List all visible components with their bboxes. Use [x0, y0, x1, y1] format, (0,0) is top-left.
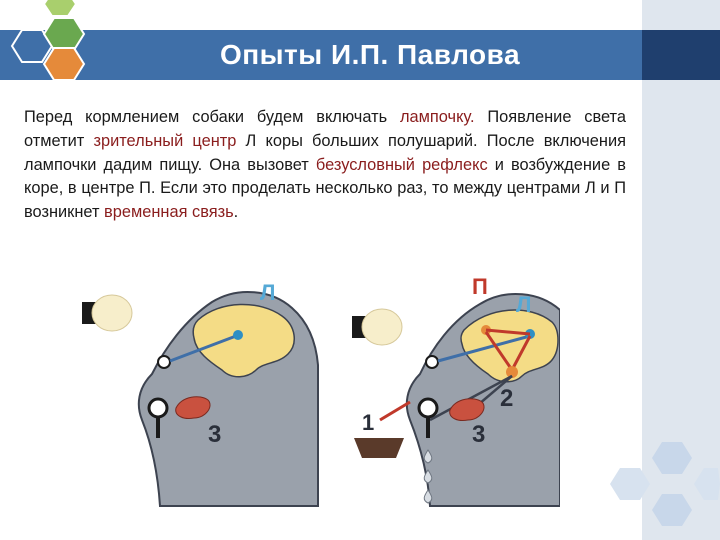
- hexagon-orange: [42, 47, 86, 81]
- fistula-icon: [147, 397, 169, 438]
- temporary-connection: [485, 328, 531, 336]
- title-bar-dark-end: [642, 30, 720, 80]
- eye: [425, 355, 439, 369]
- highlight-unconditioned-reflex: безусловный рефлекс: [315, 155, 488, 174]
- eye: [157, 355, 171, 369]
- text-segment: Перед кормлением собаки будем включать: [24, 108, 400, 126]
- afferent-path: [429, 374, 513, 422]
- salivary-gland: [449, 398, 485, 421]
- label-3: 3: [472, 421, 485, 448]
- hexagon-logo: [10, 0, 86, 81]
- visual-pathway: [169, 334, 237, 363]
- label-2: 2: [500, 385, 513, 412]
- text-segment: Л коры больших полушарий. После включени…: [24, 131, 626, 174]
- salivation-center: [506, 366, 518, 378]
- text-segment: .: [233, 203, 239, 222]
- hexagon-light-green: [42, 0, 78, 17]
- hexagon-green: [42, 17, 86, 51]
- label-l: Л: [516, 292, 531, 317]
- salivary-gland: [175, 396, 211, 419]
- saliva-drops: [423, 449, 433, 504]
- figure-left: Л 3: [82, 280, 319, 507]
- highlight-lamp: лампочку.: [399, 108, 475, 126]
- decorative-hexagons: [610, 442, 720, 526]
- lamp-icon: [352, 308, 403, 346]
- brain-cortex: [192, 303, 295, 378]
- highlight-temporary-connection: временная связь: [104, 203, 234, 222]
- hexagon-light-blue: [694, 468, 720, 500]
- visual-center-l: [233, 330, 243, 340]
- visual-pathway: [437, 334, 531, 363]
- reflex-path: [510, 335, 532, 371]
- title-bar: [0, 30, 720, 80]
- food-bowl: [354, 400, 411, 458]
- hexagon-light-blue: [610, 468, 650, 500]
- hexagon-light-blue: [652, 494, 692, 526]
- reflex-path: [484, 331, 514, 371]
- pavlov-experiment-illustration: Л 3 П Л: [82, 274, 560, 507]
- label-p: П: [472, 274, 488, 299]
- text-segment: Появление света отметит: [24, 108, 626, 150]
- fistula-icon: [417, 397, 439, 438]
- label-3: 3: [208, 421, 221, 448]
- text-segment: и возбуждение в коре, в центре П. Если э…: [24, 155, 626, 222]
- figure-right: П Л 1 2 3: [352, 274, 560, 507]
- hexagon-light-blue: [652, 442, 692, 474]
- description-paragraph: Перед кормлением собаки будем включать л…: [24, 106, 626, 225]
- lamp-icon: [82, 294, 133, 332]
- slide-title: Опыты И.П. Павлова: [219, 39, 521, 70]
- label-l: Л: [260, 280, 275, 305]
- highlight-visual-center: зрительный центр: [93, 131, 237, 150]
- label-1: 1: [362, 410, 374, 435]
